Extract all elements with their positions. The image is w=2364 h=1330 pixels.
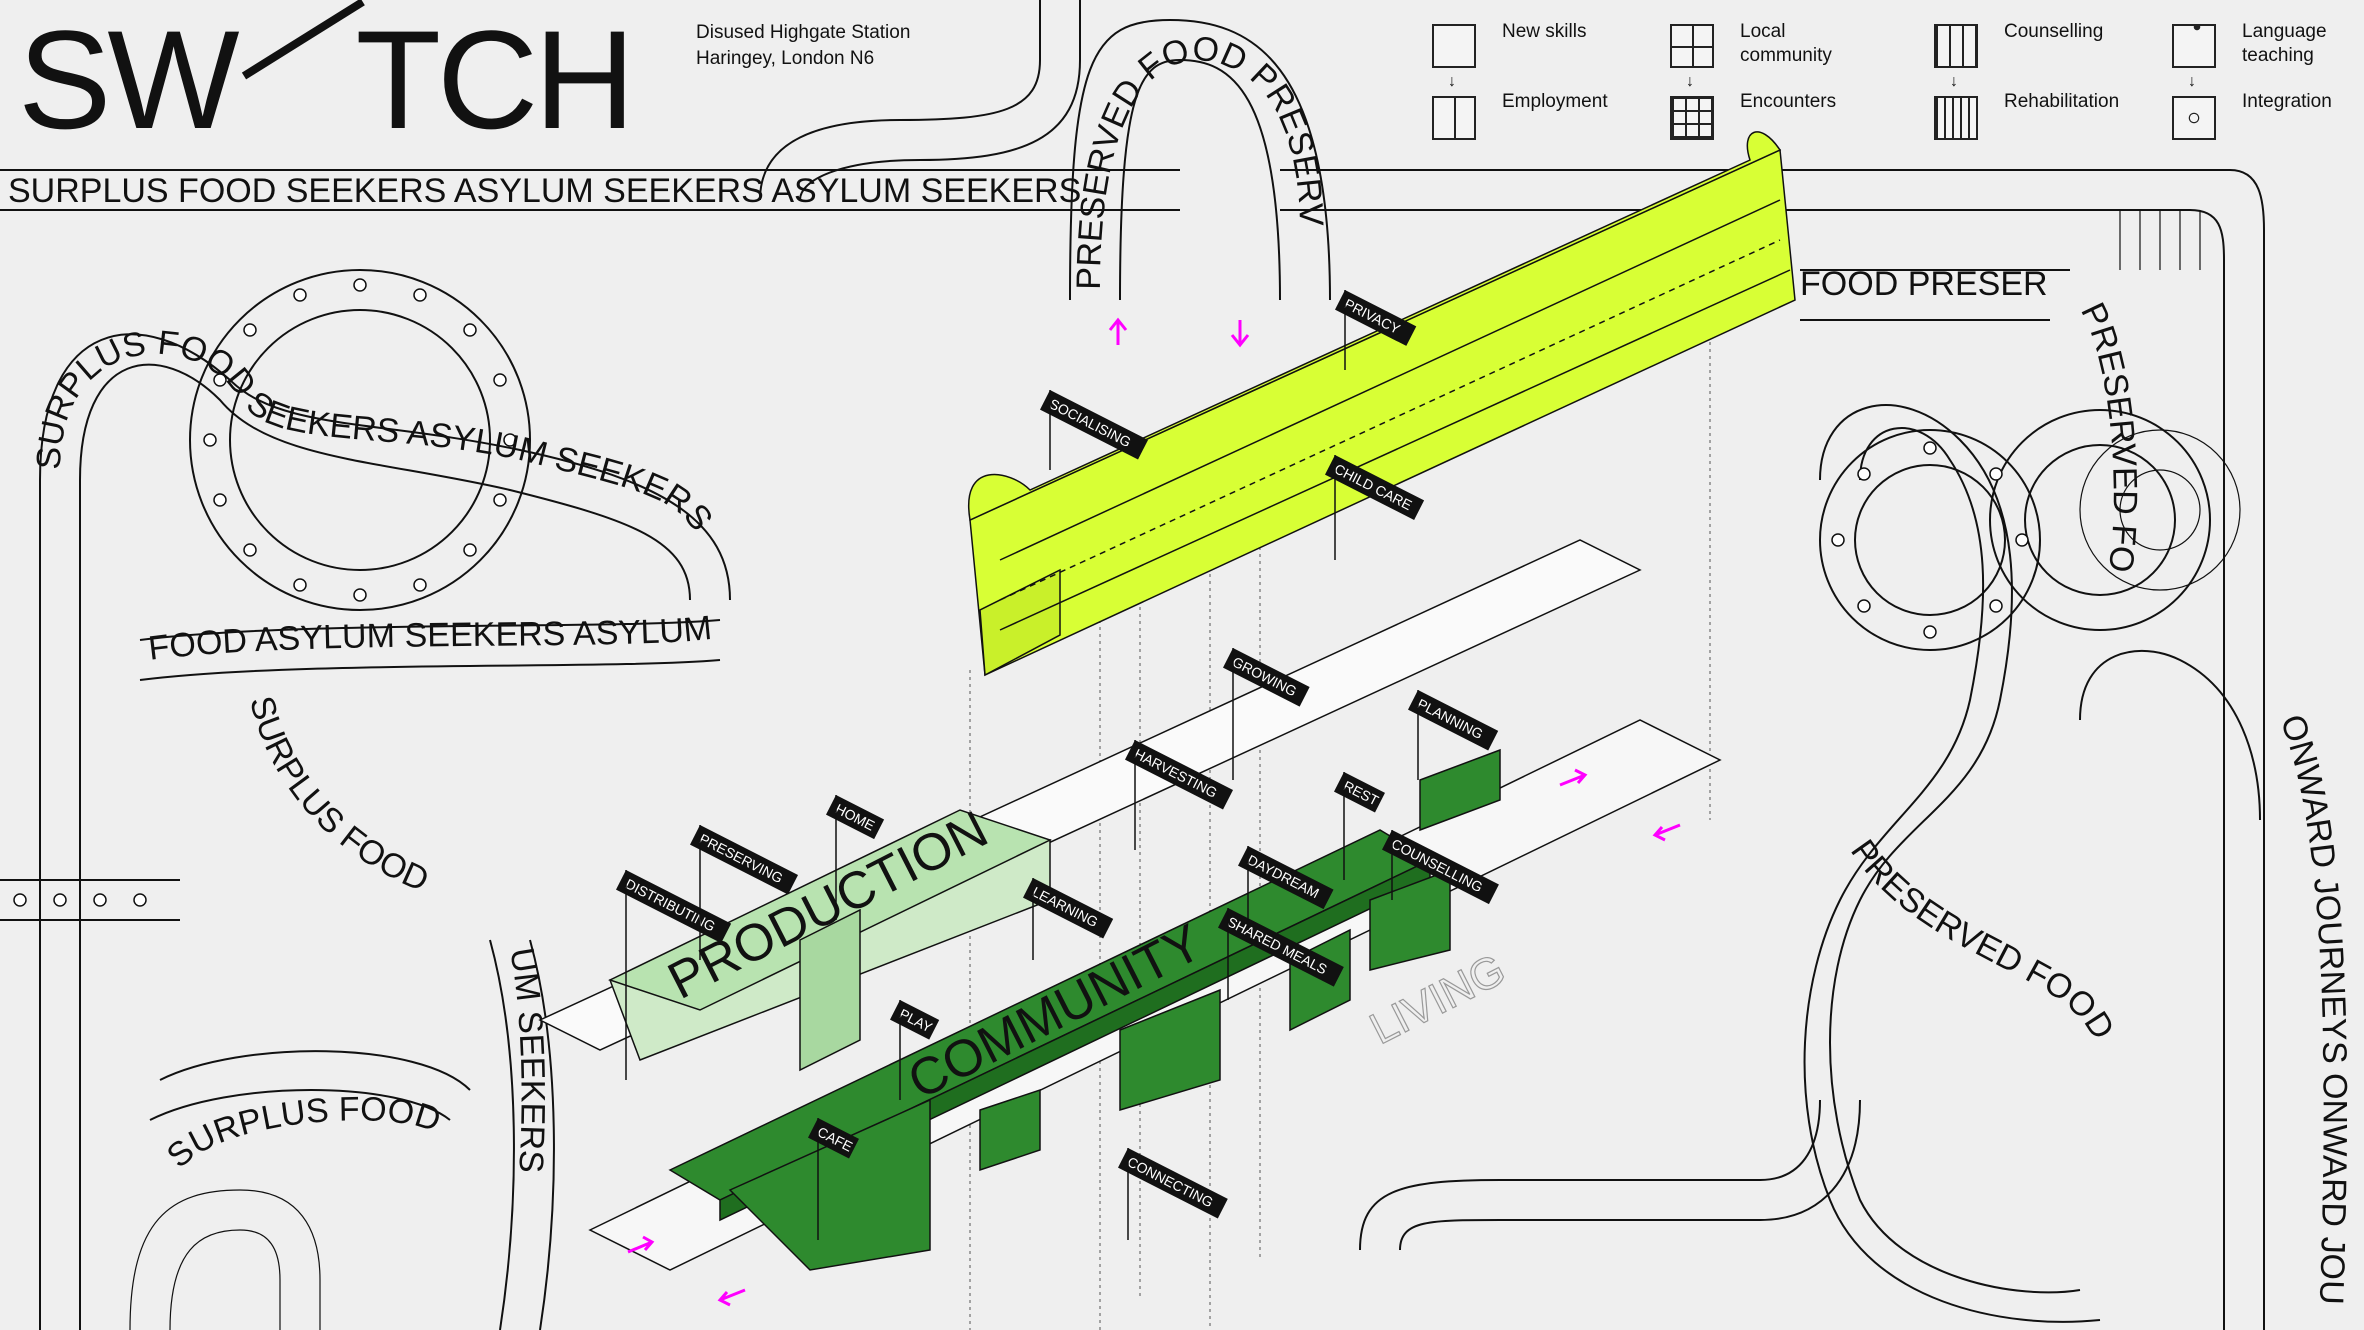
svg-text:LEARNING: LEARNING — [1030, 883, 1101, 930]
arrow-right-icon — [1559, 768, 1588, 787]
arrow-down-icon: ↓ — [2188, 73, 2196, 90]
svg-text:PRESERVING: PRESERVING — [697, 830, 786, 886]
single-box-icon — [1432, 24, 1476, 68]
track-text-top: SURPLUS FOOD SEEKERS ASYLUM SEEKERS ASYL… — [8, 172, 1081, 210]
legend-item-skills: ↓ New skills Employment — [1432, 20, 1608, 150]
legend-item-counselling: ↓ Counselling Rehabilitation — [1934, 20, 2119, 150]
legend-top-label: Local community — [1740, 21, 1832, 66]
accommodation-block — [967, 131, 1796, 677]
svg-text:CONNECTING: CONNECTING — [1125, 1153, 1216, 1210]
svg-text:PLANNING: PLANNING — [1415, 695, 1486, 742]
tag-socialising: SOCIALISING — [1040, 390, 1149, 460]
arrow-down-icon — [1230, 320, 1250, 348]
tag-preserving: PRESERVING — [690, 825, 799, 895]
arrow-down-icon: ↓ — [1686, 73, 1694, 90]
legend-bottom-label: Rehabilitation — [2004, 91, 2120, 112]
track-text-left-mid: SURPLUS FOOD SEEKERS ASYLUM SEEKERS — [30, 324, 720, 538]
lines-box-icon — [1934, 24, 1978, 68]
legend-top-label: New skills — [1502, 21, 1587, 42]
svg-text:SOCIALISING: SOCIALISING — [1047, 395, 1134, 450]
hatched-tracks — [129, 210, 2241, 1330]
dense-lines-box-icon — [1934, 96, 1978, 140]
split-box-icon — [1432, 96, 1476, 140]
dotted-tracks — [0, 269, 2211, 881]
ring-dots — [13, 278, 2029, 907]
legend-bottom-label: Encounters — [1740, 91, 1837, 112]
track-text-right-lower: PRESERVED FOOD — [1843, 833, 2121, 1046]
track-network — [0, 0, 2265, 1330]
circle-box-icon — [2172, 96, 2216, 140]
track-text-bottom-left: SURPLUS FOOD — [160, 1090, 445, 1175]
flow-arrows — [627, 317, 1681, 1307]
track-text-left-low: FOOD ASYLUM SEEKERS ASYLUM — [146, 609, 713, 668]
arrow-down-icon: ↓ — [1950, 73, 1958, 90]
address-line2: Haringey, London N6 — [696, 48, 875, 69]
arrow-up-icon — [1108, 317, 1128, 345]
tag-poles — [625, 290, 1419, 1240]
legend-bottom-label: Employment — [1502, 91, 1608, 112]
dot-box-icon — [2172, 24, 2216, 68]
arrow-right-icon — [627, 1235, 655, 1254]
grid-box-icon — [1670, 96, 1714, 140]
track-labels: SURPLUS FOOD SEEKERS ASYLUM SEEKERS ASYL… — [0, 0, 2354, 1305]
arrow-down-icon: ↓ — [1448, 73, 1456, 90]
svg-text:DISTRIBUTING: DISTRIBUTING — [623, 875, 718, 934]
arrow-left-icon — [717, 1288, 746, 1307]
track-text-preserved: PRESERVED FOOD PRESERVED — [0, 0, 1330, 290]
arrow-left-icon — [1652, 823, 1681, 842]
legend-item-community: ↓ Local community Encounters — [1670, 20, 1840, 150]
tag-rest: REST — [1334, 772, 1385, 813]
cross-box-icon — [1670, 24, 1714, 68]
legend-item-language: ↓ Language teaching Integration — [2172, 20, 2342, 150]
tag-play: PLAY — [890, 1000, 940, 1040]
legend-top-label: Language teaching — [2242, 21, 2327, 66]
address-line1: Disused Highgate Station — [696, 22, 911, 43]
legend-top-label: Counselling — [2004, 21, 2104, 42]
address: Disused Highgate Station Haringey, Londo… — [696, 20, 910, 72]
brand-sw: SW — [18, 1, 240, 158]
tag-distributing: DISTRIBUTING — [616, 870, 732, 944]
legend-bottom-label: Integration — [2242, 91, 2332, 112]
track-text-surplus: SURPLUS FOOD — [242, 692, 434, 899]
tag-connecting: CONNECTING — [1118, 1148, 1228, 1219]
tag-home: HOME — [826, 795, 885, 840]
tag-planning: PLANNING — [1408, 690, 1499, 751]
brand-tch: TCH — [355, 1, 636, 158]
